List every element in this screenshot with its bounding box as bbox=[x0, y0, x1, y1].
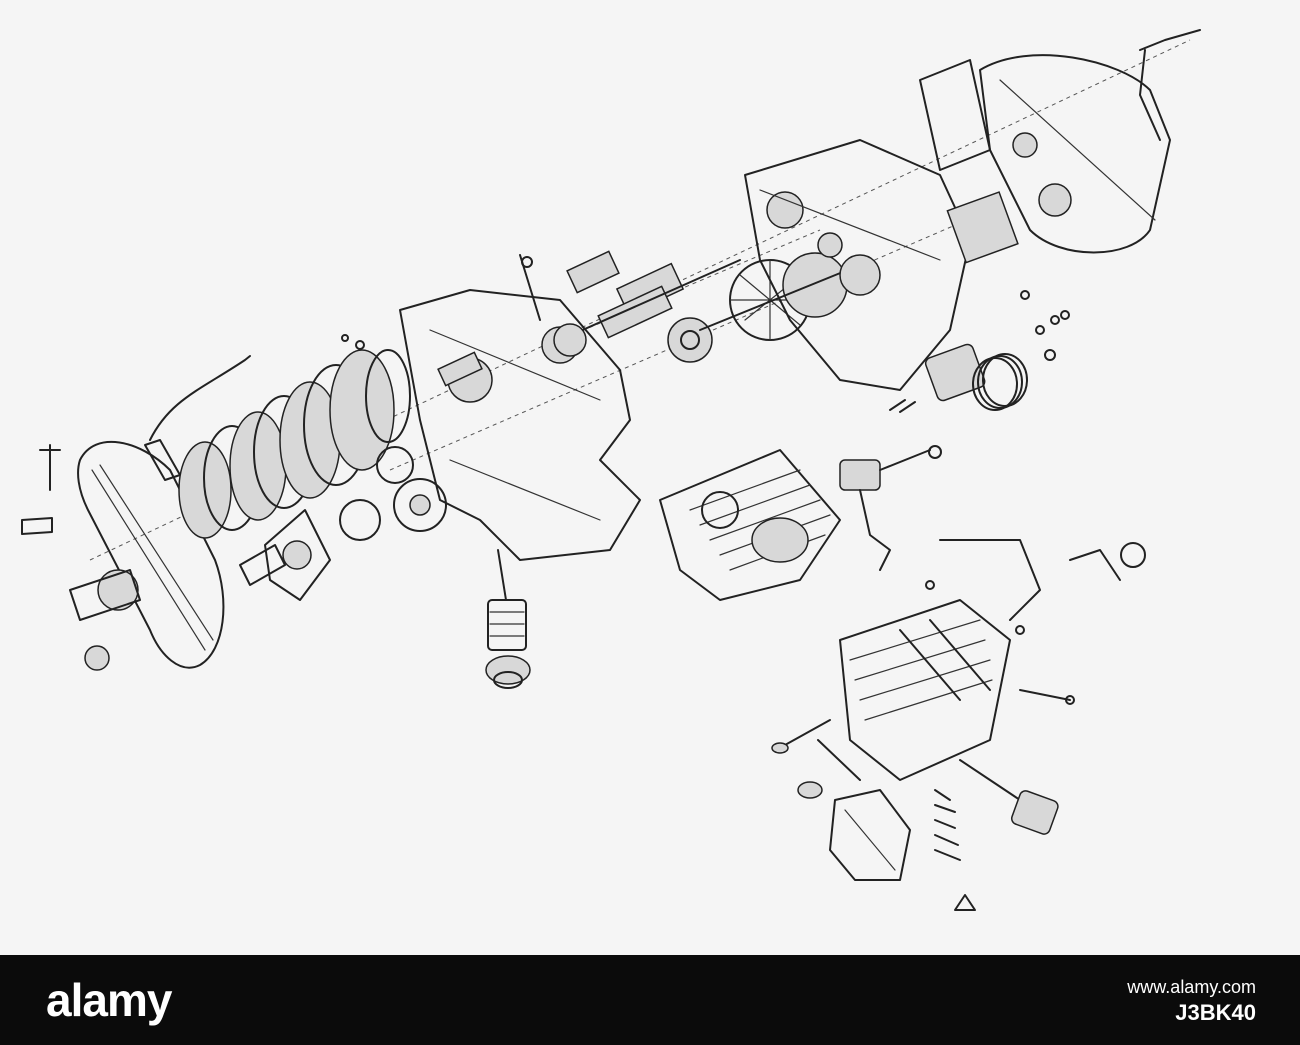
watermark-footer: alamy J3BK40 www.alamy.com bbox=[0, 955, 1300, 1045]
image-id-label: J3BK40 bbox=[1175, 1000, 1256, 1025]
small-hardware bbox=[341, 290, 1070, 635]
engine-drawing bbox=[21, 29, 1201, 911]
gear-cluster-left bbox=[239, 446, 447, 601]
valve-gear bbox=[771, 689, 1075, 911]
brand-logo: alamy bbox=[46, 974, 172, 1026]
cylinder-barrel bbox=[659, 449, 841, 601]
clutch-plate-stack bbox=[178, 349, 411, 539]
crankshaft bbox=[667, 252, 861, 363]
secondary-axis-line bbox=[389, 209, 991, 471]
left-crankcase bbox=[399, 289, 641, 561]
oil-strainer bbox=[485, 549, 531, 689]
transmission-shafts bbox=[519, 250, 741, 357]
cylinder-head bbox=[839, 539, 1146, 781]
right-crankcase bbox=[744, 139, 971, 391]
piston-assembly bbox=[924, 343, 1028, 411]
left-side-cover bbox=[21, 440, 225, 671]
site-url: www.alamy.com bbox=[1127, 977, 1256, 997]
right-side-cover bbox=[919, 29, 1201, 264]
crank-axis-line bbox=[559, 229, 821, 341]
rocker-cover bbox=[797, 781, 911, 881]
carburettor bbox=[839, 445, 942, 571]
exploded-engine-diagram bbox=[21, 29, 1201, 911]
